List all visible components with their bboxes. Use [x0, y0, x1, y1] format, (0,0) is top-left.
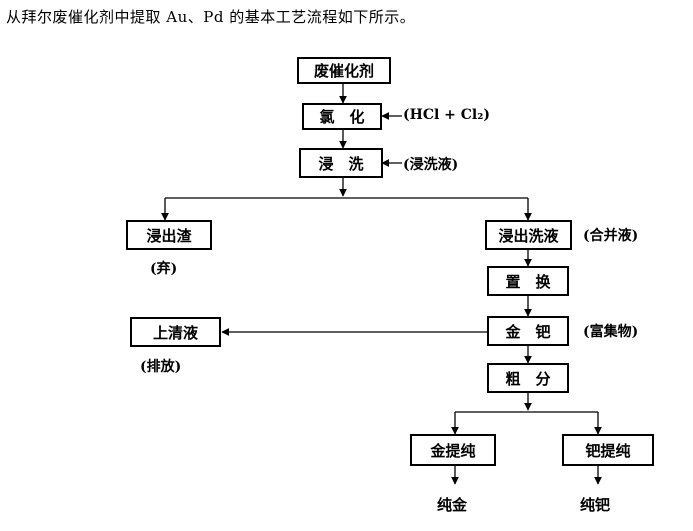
- box-leach-residue: 浸出渣: [126, 220, 212, 250]
- box-chlorination: 氯 化: [302, 103, 382, 130]
- note-enriched: (富集物): [583, 324, 639, 340]
- box-rough-separation: 粗 分: [487, 363, 569, 393]
- box-displacement: 置 换: [487, 266, 569, 296]
- note-pure-gold: 纯金: [437, 496, 468, 514]
- note-hcl-cl2: (HCl + Cl₂): [403, 107, 491, 123]
- box-supernatant: 上清液: [130, 317, 221, 347]
- intro-text: 从拜尔废催化剂中提取 Au、Pd 的基本工艺流程如下所示。: [6, 8, 416, 26]
- note-leach-liquid: (浸洗液): [403, 157, 459, 173]
- box-waste-catalyst: 废催化剂: [297, 57, 391, 84]
- note-discharge: (排放): [140, 359, 182, 375]
- box-palladium-purification: 钯提纯: [562, 434, 654, 466]
- note-residue-discard: (弃): [150, 261, 178, 277]
- note-combined-liquid: (合并液): [583, 228, 639, 244]
- box-gold-purification: 金提纯: [410, 434, 496, 466]
- box-leach-wash-liquid: 浸出洗液: [485, 220, 572, 250]
- box-gold-palladium: 金 钯: [487, 316, 569, 346]
- note-pure-palladium: 纯钯: [580, 496, 611, 514]
- box-leach-wash: 浸 洗: [299, 148, 383, 178]
